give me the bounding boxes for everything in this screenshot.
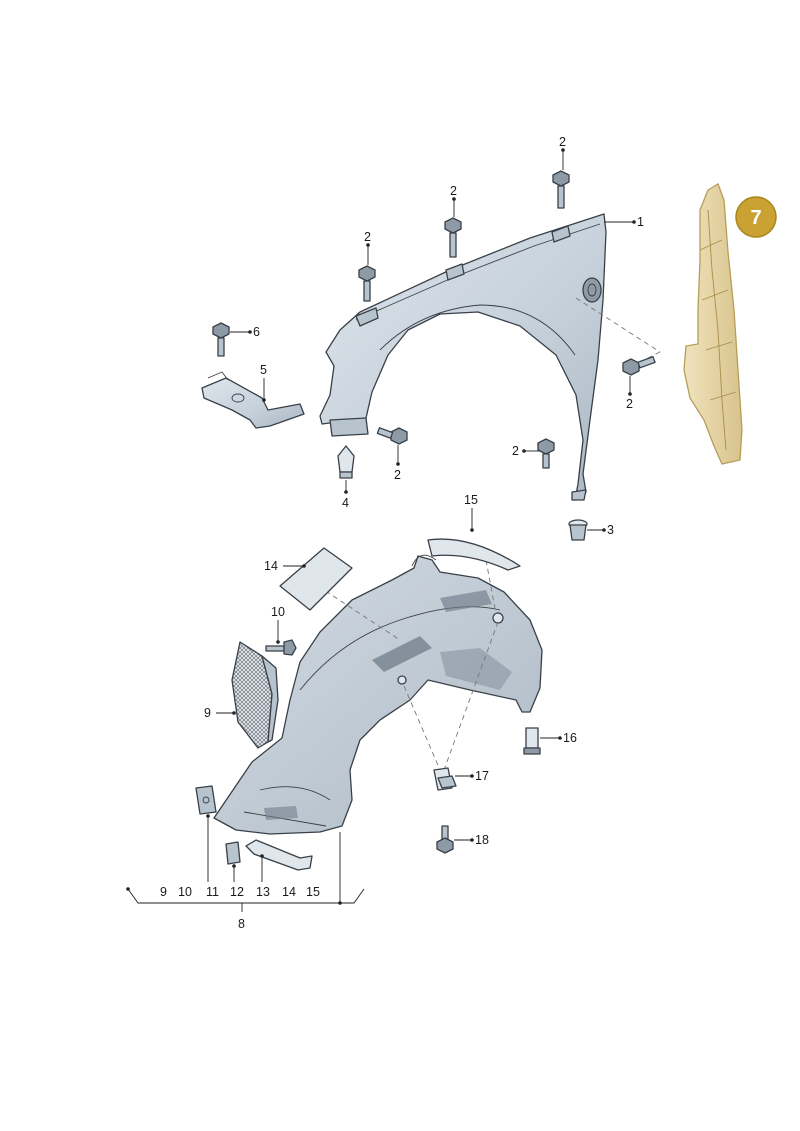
callout-pad-14: 14 [264,559,278,573]
fender-part [319,213,607,501]
callout-screw-18: 18 [475,833,489,847]
group-label-8: 8 [238,917,245,931]
screw-10 [265,639,297,656]
callout-clip-4: 4 [342,496,349,510]
callout-fender: 1 [637,215,644,229]
bolt-right [622,356,656,376]
pad-14 [279,547,353,611]
clip-11 [195,785,217,815]
screw-18 [436,825,454,854]
group-item-15: 15 [306,885,320,899]
bolt-top-right [552,170,570,209]
clip-16 [523,727,541,755]
bracket-5 [201,371,305,429]
callout-bolt-lower: 2 [394,468,401,482]
callout-nut-3: 3 [607,523,614,537]
group-item-9: 9 [160,885,167,899]
bolt-6 [212,322,230,357]
pad-12 [225,841,241,865]
callout-screw-10: 10 [271,605,285,619]
highlighted-seal-part [683,183,743,465]
group-item-11: 11 [206,885,219,899]
nut-17 [433,767,457,791]
group-item-10: 10 [178,885,192,899]
callout-bolt-top-mid: 2 [450,184,457,198]
wheel-arch-liner [213,554,543,835]
group-item-12: 12 [230,885,244,899]
strip-13 [245,839,313,871]
callout-pad-15: 15 [464,493,478,507]
callout-bolt-bottom: 2 [512,444,519,458]
grille-9 [231,641,279,749]
bolt-top-mid [444,217,462,258]
bolt-top-left [358,265,376,302]
callout-bolt-right: 2 [626,397,633,411]
bolt-bottom [537,438,555,469]
pad-15 [427,538,521,571]
callout-nut-17: 17 [475,769,489,783]
clip-4 [337,445,355,479]
bottom-group-bracket [126,814,365,912]
bolt-lower [376,427,408,445]
badge-7: 7 [735,196,777,238]
callout-bolt-top-right: 2 [559,135,566,149]
group-item-14: 14 [282,885,296,899]
callout-bracket-5: 5 [260,363,267,377]
nut-3 [568,519,588,541]
callout-grille-9: 9 [204,706,211,720]
callout-bolt-top-left: 2 [364,230,371,244]
callout-clip-16: 16 [563,731,577,745]
callout-bolt-6: 6 [253,325,260,339]
badge-7-label: 7 [750,207,761,229]
group-item-13: 13 [256,885,270,899]
